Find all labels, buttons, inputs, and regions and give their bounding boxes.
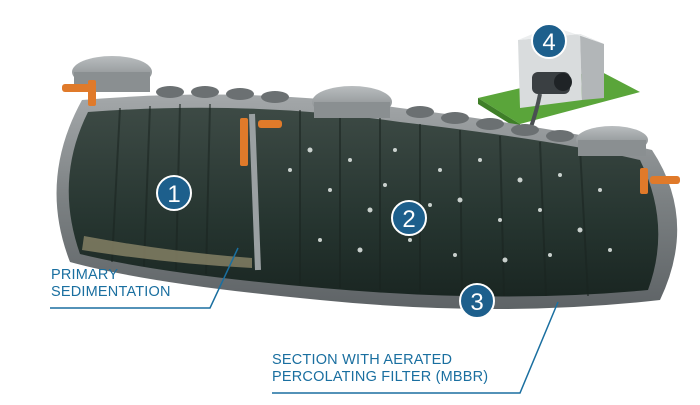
- leader-line-1: [50, 247, 239, 309]
- outlet-pipe: [650, 176, 680, 184]
- inlet-pipe: [62, 84, 92, 92]
- callout-primary-sedimentation: PRIMARY SEDIMENTATION: [51, 267, 171, 301]
- manhole-neck-3: [578, 140, 646, 156]
- blower-fan: [554, 73, 572, 91]
- inlet-tee: [88, 80, 96, 106]
- leader-lines: [50, 247, 559, 394]
- callout-primary-sedimentation-line2: SEDIMENTATION: [51, 284, 171, 300]
- transfer-elbow: [258, 120, 282, 128]
- grass-shade: [478, 98, 520, 130]
- tank: [56, 56, 680, 309]
- marker-4: 4: [531, 23, 567, 59]
- marker-2-label: 2: [402, 206, 415, 233]
- outlet-tee: [640, 168, 648, 194]
- callout-aerated-filter: SECTION WITH AERATED PERCOLATING FILTER …: [272, 352, 488, 386]
- tank-interior: [68, 107, 659, 297]
- control-box-side: [580, 34, 604, 100]
- marker-3: 3: [459, 283, 495, 319]
- callout-aerated-filter-line1: SECTION WITH AERATED: [272, 352, 453, 368]
- air-bubbles: [288, 147, 612, 263]
- tank-ribs: [111, 103, 589, 297]
- pipes: [62, 80, 680, 194]
- marker-4-label: 4: [542, 29, 555, 56]
- marker-3-label: 3: [470, 289, 483, 316]
- leader-line-2: [272, 301, 559, 394]
- manhole-neck-2: [314, 102, 390, 118]
- marker-2: 2: [391, 200, 427, 236]
- sediment-layer: [82, 236, 252, 268]
- chamber-partition: [249, 113, 261, 271]
- top-corrugation: [156, 86, 574, 142]
- transfer-pipe: [240, 118, 248, 166]
- marker-1: 1: [156, 175, 192, 211]
- callout-primary-sedimentation-line1: PRIMARY: [51, 267, 119, 283]
- callout-aerated-filter-line2: PERCOLATING FILTER (MBBR): [272, 369, 489, 385]
- marker-1-label: 1: [167, 181, 180, 208]
